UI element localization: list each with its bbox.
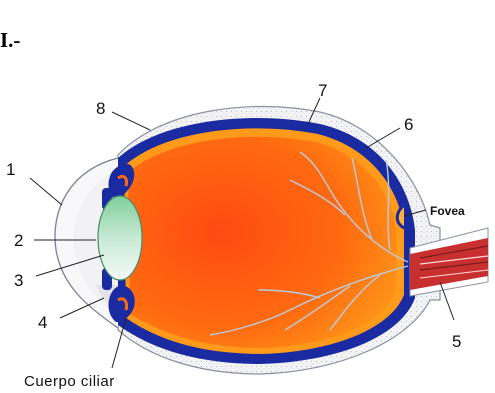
label-5: 5 <box>452 332 461 351</box>
label-3: 3 <box>14 271 23 290</box>
label-4: 4 <box>38 313 47 332</box>
label-2: 2 <box>14 231 23 250</box>
lens <box>98 196 142 280</box>
vitreous-body <box>128 137 396 348</box>
label-fovea: Fovea <box>430 204 465 218</box>
label-8: 8 <box>96 99 105 118</box>
label-cuerpo-ciliar: Cuerpo ciliar <box>24 373 115 390</box>
label-6: 6 <box>404 115 413 134</box>
label-7: 7 <box>318 81 327 100</box>
label-1: 1 <box>6 160 15 179</box>
